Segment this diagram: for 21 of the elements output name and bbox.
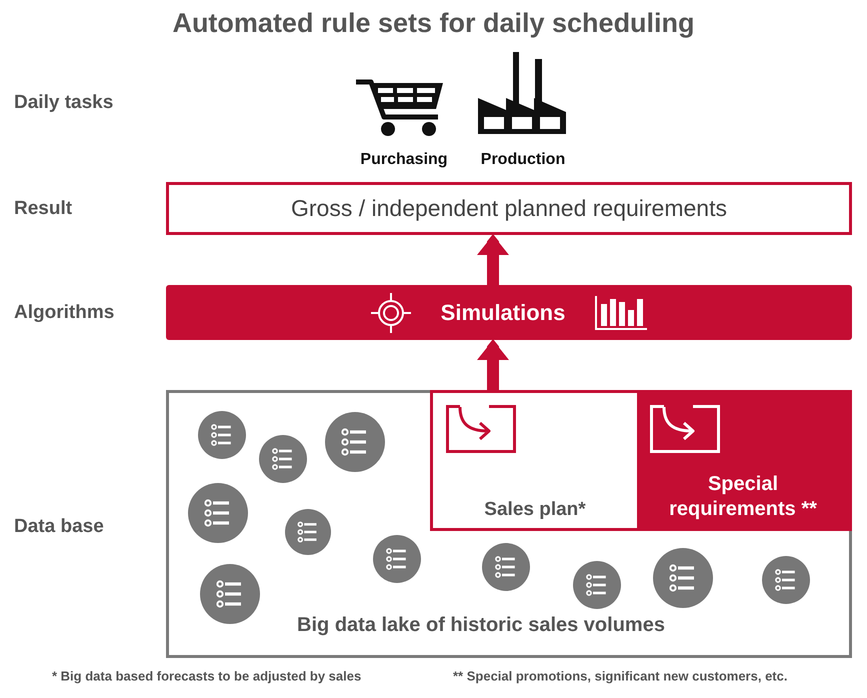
footnote: ** Special promotions, significant new customers, etc. xyxy=(453,668,788,684)
input-frame xyxy=(430,390,852,531)
data-lake-panel xyxy=(166,390,852,658)
footnote: * Big data based forecasts to be adjusted by sales xyxy=(52,668,362,684)
node-label: Special requirements ** xyxy=(668,472,818,522)
diagram-title: Automated rule sets for daily scheduling xyxy=(172,7,695,40)
row-label: Algorithms xyxy=(14,301,114,325)
node-label: Big data lake of historic sales volumes xyxy=(297,614,665,637)
icon-caption: Production xyxy=(480,150,566,170)
sales-plan-panel xyxy=(433,393,637,528)
arrow xyxy=(477,235,509,285)
icon-caption: Purchasing xyxy=(360,150,448,170)
node-label: Sales plan* xyxy=(484,498,586,522)
simulation-band xyxy=(166,285,852,340)
node-label: Simulations xyxy=(440,300,566,326)
row-label: Data base xyxy=(14,515,104,539)
row-label: Result xyxy=(14,197,72,221)
node-label: Gross / independent planned requirements xyxy=(290,195,727,222)
result-frame xyxy=(166,182,852,235)
arrow xyxy=(477,340,509,390)
row-label: Daily tasks xyxy=(14,91,114,115)
